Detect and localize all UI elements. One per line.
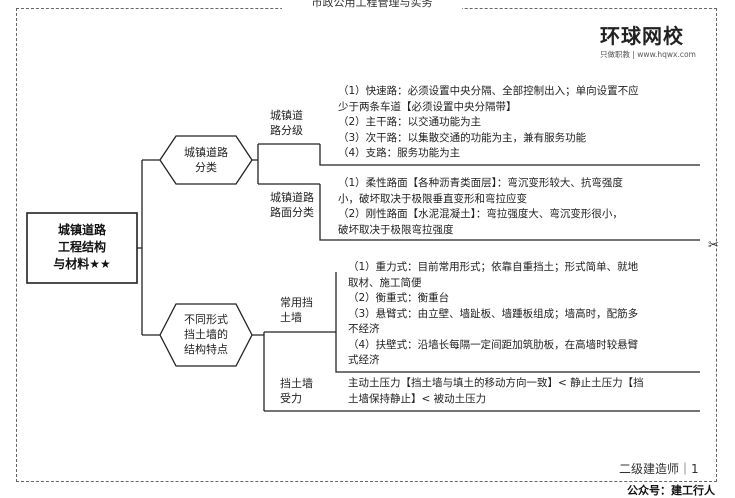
detail-line: 破坏取决于极限弯拉强度 [338, 223, 454, 236]
detail-line: 式经济 [348, 354, 380, 366]
detail-line: 取材、施工简便 [348, 276, 422, 289]
subnode-3-line-1: 常用挡 [280, 296, 313, 309]
detail-line: 主动土压力【挡土墙与填土的移动方向一致】< 静止土压力【挡 [348, 377, 644, 389]
root-node-box [26, 212, 138, 284]
page-header-title: 市政公用工程管理与实务 [282, 0, 462, 10]
details-road-grading: （1）快速路：必须设置中央分隔、全部控制出入；单向设置不应 少于两条车道【必须设… [338, 84, 698, 162]
wechat-account-label: 公众号：建工行人 [627, 484, 715, 497]
detail-line: 不经济 [348, 323, 380, 335]
subnode-common-retaining-walls: 常用挡 土墙 [280, 295, 313, 325]
details-pavement-classification: （1）柔性路面【各种沥青类面层】：弯沉变形较大、抗弯强度 小，破坏取决于极限垂直… [338, 176, 698, 238]
brand-logo: 环球网校 只做职教 | www.hqwx.com [600, 20, 710, 60]
root-line-1: 城镇道路 [57, 223, 106, 237]
detail-line: 土墙保持静止】< 被动土压力 [348, 392, 487, 405]
detail-line: （4）支路：服务功能为主 [338, 147, 461, 159]
subnode-1-line-1: 城镇道 [270, 109, 303, 122]
branch-1-line-2: 分类 [195, 161, 217, 174]
detail-line: 小，破坏取决于极限垂直变形和弯拉应变 [338, 192, 527, 205]
detail-line: （3）次干路：以集散交通的功能为主，兼有服务功能 [338, 131, 587, 144]
subnode-road-grading: 城镇道 路分级 [270, 108, 303, 138]
scissors-icon: ✂ [708, 238, 719, 253]
branch-1-line-1: 城镇道路 [184, 146, 228, 159]
details-common-retaining-walls: （1）重力式：目前常用形式；依靠自重挡土；形式简单、就地 取材、施工简便 （2）… [348, 260, 698, 369]
logo-wordmark: 环球网校 [600, 24, 684, 48]
subnode-pavement-classification: 城镇道路 路面分类 [270, 190, 314, 220]
detail-line: （2）主干路：以交通功能为主 [338, 116, 482, 128]
subnode-1-line-2: 路分级 [270, 124, 303, 137]
subnode-retaining-wall-forces: 挡土墙 受力 [280, 376, 313, 406]
subnode-2-line-2: 路面分类 [270, 206, 314, 219]
detail-line: （2）刚性路面【水泥混凝土】：弯拉强度大、弯沉变形很小， [338, 208, 623, 220]
root-line-2: 工程结构 [57, 240, 106, 254]
branch-2-line-2: 挡土墙的 [184, 328, 228, 341]
page-footer: 二级建造师｜1 [619, 462, 699, 476]
root-line-3: 与材料★★ [53, 257, 111, 271]
branch-label-road-classification: 城镇道路 分类 [176, 145, 236, 175]
branch-2-line-3: 结构特点 [184, 343, 228, 356]
detail-line: （2）衡重式：衡重台 [348, 292, 450, 304]
details-retaining-wall-forces: 主动土压力【挡土墙与填土的移动方向一致】< 静止土压力【挡 土墙保持静止】< 被… [348, 376, 698, 407]
detail-line: （3）悬臂式：由立壁、墙趾板、墙踵板组成；墙高时，配筋多 [348, 307, 639, 320]
subnode-4-line-1: 挡土墙 [280, 377, 313, 390]
detail-line: （1）快速路：必须设置中央分隔、全部控制出入；单向设置不应 [338, 85, 639, 97]
subnode-2-line-1: 城镇道路 [270, 191, 314, 204]
subnode-3-line-2: 土墙 [280, 311, 302, 324]
root-node: 城镇道路 工程结构 与材料★★ [27, 222, 137, 273]
branch-2-line-1: 不同形式 [184, 313, 228, 326]
detail-line: （1）重力式：目前常用形式；依靠自重挡土；形式简单、就地 [348, 261, 639, 273]
detail-line: 少于两条车道【必须设置中央分隔带】 [338, 100, 517, 113]
detail-line: （4）扶壁式：沿墙长每隔一定间距加筑肋板，在高墙时较悬臂 [348, 338, 639, 351]
detail-line: （1）柔性路面【各种沥青类面层】：弯沉变形较大、抗弯强度 [338, 177, 623, 189]
logo-tagline: 只做职教 | www.hqwx.com [600, 50, 696, 59]
subnode-4-line-2: 受力 [280, 392, 302, 405]
branch-label-retaining-wall: 不同形式 挡土墙的 结构特点 [176, 312, 236, 357]
